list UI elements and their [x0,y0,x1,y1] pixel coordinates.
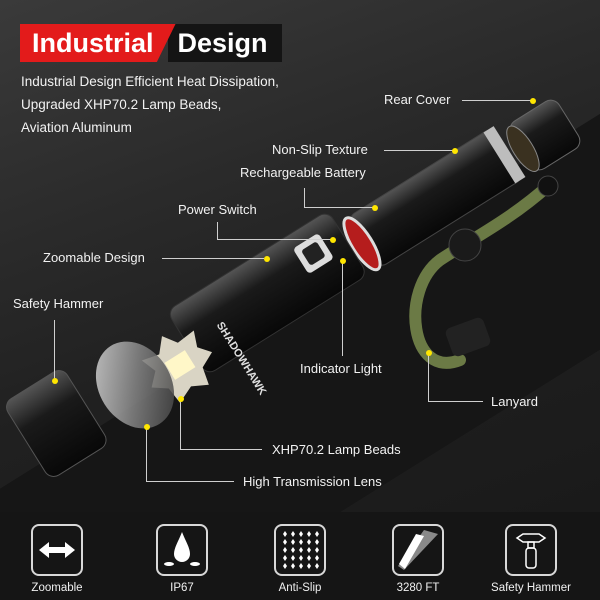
product-stage: Industrial Design Industrial Design Effi… [0,0,600,512]
feature-label: Safety Hammer [491,582,571,594]
callout-dot [452,148,458,154]
callout-line [384,150,454,151]
hammer-icon [505,524,557,576]
callout-line [304,207,374,208]
callout-rechargeable-battery: Rechargeable Battery [240,165,366,180]
callout-line [180,449,262,450]
callout-dot [340,258,346,264]
callout-dot [530,98,536,104]
callout-lamp-beads: XHP70.2 Lamp Beads [272,442,401,457]
description-line: Aviation Aluminum [21,120,132,135]
callout-power-switch: Power Switch [178,202,257,217]
callout-zoomable-design: Zoomable Design [43,250,145,265]
callout-line [428,401,483,402]
callout-dot [426,350,432,356]
callout-line [217,222,218,240]
light-beam-icon [392,524,444,576]
description-line: Upgraded XHP70.2 Lamp Beads, [21,97,222,112]
callout-dot [52,378,58,384]
double-arrow-icon [31,524,83,576]
callout-line [162,258,264,259]
feature-zoomable: Zoomable [2,524,112,594]
feature-bar: Zoomable IP67 Anti-Slip 3280 FT Safety H… [0,512,600,600]
callout-dot [144,424,150,430]
callout-dot [178,396,184,402]
feature-anti-slip: Anti-Slip [245,524,355,594]
feature-label: IP67 [170,582,194,594]
callout-safety-hammer: Safety Hammer [13,296,104,311]
callout-line [54,320,55,380]
callout-rear-cover: Rear Cover [384,92,451,107]
callout-dot [372,205,378,211]
feature-label: Zoomable [31,582,83,594]
flashlight-illustration: SHADOWHAWK [6,99,581,477]
diamond-grid-icon [274,524,326,576]
feature-safety-hammer: Safety Hammer [476,524,586,594]
title-red-part: Industrial [20,24,176,62]
callout-lanyard: Lanyard [491,394,538,409]
callout-dot [264,256,270,262]
callout-line [342,262,343,356]
callout-line [428,354,429,402]
callout-line [217,239,332,240]
callout-indicator-light: Indicator Light [300,361,382,376]
callout-line [462,100,532,101]
description: Industrial Design Efficient Heat Dissipa… [21,70,279,139]
callout-non-slip-texture: Non-Slip Texture [272,142,368,157]
water-drop-icon [156,524,208,576]
page-title: Industrial Design [20,24,282,62]
feature-label: Anti-Slip [278,582,322,594]
feature-label: 3280 FT [396,582,440,594]
feature-range: 3280 FT [363,524,473,594]
callout-line [180,400,181,450]
callout-line [146,428,147,482]
title-dark-part: Design [167,24,282,62]
callout-dot [330,237,336,243]
description-line: Industrial Design Efficient Heat Dissipa… [21,74,279,89]
callout-line [146,481,234,482]
callout-line [304,188,305,208]
callout-lens: High Transmission Lens [243,474,382,489]
feature-ip67: IP67 [127,524,237,594]
